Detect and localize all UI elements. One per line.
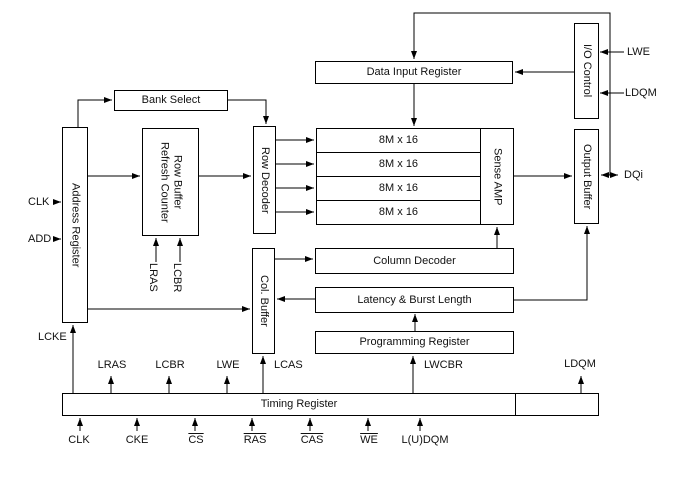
memory-bank-label: 8M x 16: [378, 158, 419, 170]
io-control-label: I/O Control: [581, 44, 593, 98]
refresh-counter-label: Refresh Counter: [158, 141, 171, 223]
output-buffer-label: Output Buffer: [581, 143, 593, 210]
memory-bank-row: 8M x 16: [317, 129, 480, 153]
sense-amp-label: Sense AMP: [491, 147, 504, 206]
signal-label-cs-bar: CS: [188, 434, 204, 446]
signal-label-lras: LRAS: [97, 359, 127, 371]
row-buffer-label: Row Buffer: [171, 154, 184, 210]
output-buffer-block: Output Buffer: [574, 129, 599, 224]
column-decoder-label: Column Decoder: [373, 254, 456, 267]
signal-label-dqi: DQi: [624, 169, 643, 181]
refresh-counter-block: Row Buffer Refresh Counter: [142, 128, 199, 236]
latency-burst-length-label: Latency & Burst Length: [357, 293, 472, 306]
signal-label-lcbr: LCBR: [155, 359, 185, 371]
programming-register-block: Programming Register: [315, 331, 514, 354]
memory-bank-label: 8M x 16: [378, 206, 419, 218]
signal-label-ldqm: LDQM: [564, 358, 596, 370]
signal-label-ras-bar: RAS: [243, 434, 267, 446]
latency-burst-length-block: Latency & Burst Length: [315, 287, 514, 313]
data-input-register-label: Data Input Register: [366, 66, 462, 78]
signal-label-clk: CLK: [28, 196, 50, 208]
data-input-register-block: Data Input Register: [315, 61, 513, 84]
signal-label-lwe: LWE: [216, 359, 240, 371]
programming-register-label: Programming Register: [359, 336, 470, 348]
memory-bank-row: 8M x 16: [317, 177, 480, 201]
col-buffer-label: Col. Buffer: [258, 275, 270, 327]
signal-label-add: ADD: [28, 233, 52, 245]
timing-register-label: Timing Register: [260, 398, 338, 410]
row-decoder-block: Row Decoder: [253, 126, 276, 234]
signal-label-we-bar: WE: [360, 434, 378, 446]
column-decoder-block: Column Decoder: [315, 248, 514, 274]
col-buffer-block: Col. Buffer: [252, 248, 275, 354]
signal-label-ldqm-io: LDQM: [625, 87, 657, 99]
address-register-label: Address Register: [69, 182, 82, 268]
signal-label-lcke: LCKE: [38, 331, 67, 343]
bank-select-label: Bank Select: [141, 94, 201, 106]
signal-label-lcbr-refresh: LCBR: [171, 263, 183, 293]
sense-amp-block: Sense AMP: [480, 128, 514, 225]
io-control-block: I/O Control: [574, 23, 599, 119]
signal-label-lras-refresh: LRAS: [147, 263, 159, 292]
timing-register-divider: [515, 394, 516, 415]
bank-select-block: Bank Select: [114, 90, 228, 111]
memory-array-block: 8M x 16 8M x 16 8M x 16 8M x 16: [316, 128, 481, 225]
memory-bank-label: 8M x 16: [378, 182, 419, 194]
timing-register-block: Timing Register: [62, 393, 599, 416]
memory-bank-row: 8M x 16: [317, 153, 480, 177]
row-decoder-label: Row Decoder: [259, 146, 271, 214]
signal-label-ludqm: L(U)DQM: [401, 434, 449, 446]
signal-label-lwcbr: LWCBR: [424, 359, 463, 371]
signal-label-cke: CKE: [125, 434, 149, 446]
signal-label-cas-bar: CAS: [300, 434, 324, 446]
address-register-block: Address Register: [62, 127, 88, 323]
signal-label-clk-timing: CLK: [68, 434, 90, 446]
memory-bank-row: 8M x 16: [317, 201, 480, 224]
memory-bank-label: 8M x 16: [378, 134, 419, 146]
signal-label-lwe-io: LWE: [627, 46, 651, 58]
signal-label-lcas: LCAS: [274, 359, 303, 371]
